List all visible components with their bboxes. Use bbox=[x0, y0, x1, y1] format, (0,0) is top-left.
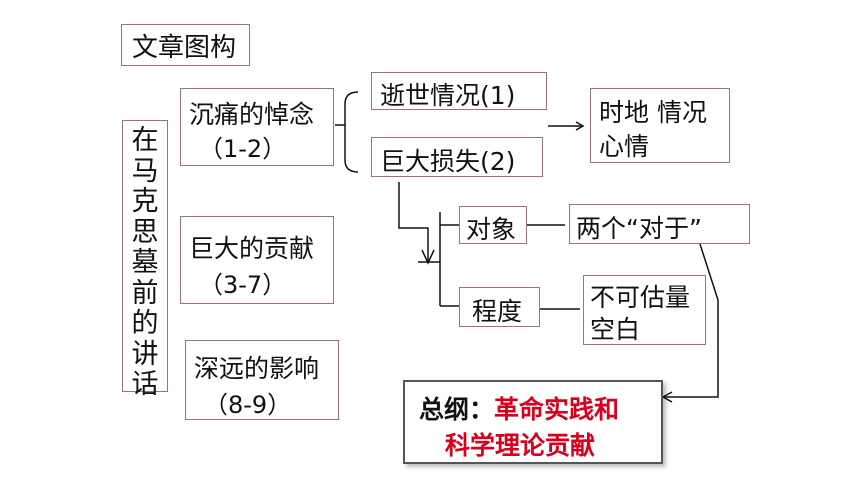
loss-box: 巨大损失(2) bbox=[371, 137, 543, 177]
degree-result-box: 不可估量 空白 bbox=[583, 275, 706, 345]
object-label: 对象 bbox=[466, 215, 517, 244]
vertical-title-char: 的 bbox=[131, 308, 159, 339]
section-range: （1-2） bbox=[199, 135, 287, 163]
section-influence: 深远的影响 （8-9） bbox=[185, 340, 339, 420]
summary-highlight-1: 革命实践和 bbox=[494, 395, 620, 424]
object-box: 对象 bbox=[459, 206, 527, 244]
section-range: （3-7） bbox=[199, 271, 287, 299]
object-result-box: 两个“对于” bbox=[569, 204, 750, 244]
arrow-to-summary bbox=[664, 243, 719, 398]
degree-result-line1: 不可估量 bbox=[590, 283, 691, 312]
section-range: （8-9） bbox=[204, 391, 292, 419]
section-mourning: 沉痛的悼念 （1-2） bbox=[180, 88, 334, 166]
object-result-label: 两个“对于” bbox=[576, 214, 702, 243]
result1-box: 时地 情况 心情 bbox=[590, 88, 730, 163]
vertical-title-char: 思 bbox=[131, 216, 159, 248]
section-name: 深远的影响 bbox=[194, 354, 320, 383]
loss-label: 巨大损失(2) bbox=[380, 147, 516, 176]
vertical-title: 在马克思墓前的讲话 bbox=[129, 125, 161, 401]
vertical-title-char: 讲 bbox=[131, 338, 159, 370]
death-box: 逝世情况(1) bbox=[371, 72, 547, 110]
arrowhead-summary bbox=[661, 391, 673, 403]
summary-box: 总纲：革命实践和 科学理论贡献 bbox=[403, 380, 663, 464]
summary-line1: 总纲：革命实践和 bbox=[419, 390, 619, 426]
vertical-title-char: 前 bbox=[131, 277, 159, 309]
vertical-title-char: 在 bbox=[131, 125, 159, 156]
vertical-title-char: 克 bbox=[131, 186, 159, 217]
degree-label: 程度 bbox=[472, 297, 523, 326]
arrowhead-result1 bbox=[575, 121, 585, 131]
section-name: 巨大的贡献 bbox=[189, 234, 315, 263]
result1-line2: 心情 bbox=[599, 132, 650, 161]
bracket-line bbox=[344, 91, 359, 173]
summary-prefix: 总纲： bbox=[419, 395, 495, 424]
arrowhead-down bbox=[421, 249, 435, 265]
summary-highlight-2: 科学理论贡献 bbox=[445, 431, 596, 460]
vertical-title-box: 在马克思墓前的讲话 bbox=[122, 120, 168, 400]
degree-box: 程度 bbox=[459, 287, 540, 327]
result1-line1: 时地 情况 bbox=[599, 98, 707, 127]
death-label: 逝世情况(1) bbox=[380, 81, 516, 110]
vertical-title-char: 墓 bbox=[131, 247, 159, 278]
vertical-title-char: 马 bbox=[131, 155, 159, 187]
degree-result-line2: 空白 bbox=[590, 315, 641, 344]
down-line-1 bbox=[398, 182, 429, 262]
page-title: 文章图构 bbox=[132, 33, 237, 63]
title-box: 文章图构 bbox=[121, 24, 250, 66]
vertical-title-char: 话 bbox=[131, 369, 159, 400]
section-contribution: 巨大的贡献 （3-7） bbox=[180, 216, 334, 304]
section-name: 沉痛的悼念 bbox=[189, 100, 315, 129]
